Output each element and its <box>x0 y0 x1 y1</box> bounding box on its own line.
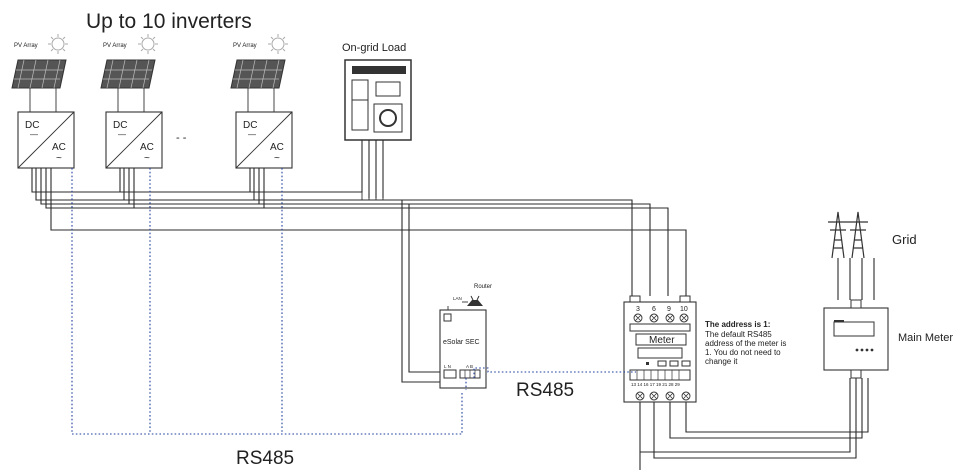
inverter-dc-label: DC <box>25 120 39 131</box>
esolar-port-label: L N <box>444 364 451 369</box>
ellipsis: - - <box>176 132 187 144</box>
inverter-ac-label: AC <box>140 142 154 153</box>
note-line: address of the meter is <box>705 339 786 348</box>
note-line: The default RS485 <box>705 330 772 339</box>
inverter-ac-label: AC <box>270 142 284 153</box>
main-meter-label: Main Meter <box>898 332 953 344</box>
dc-symbol: — <box>248 130 256 139</box>
esolar-sec: eSolar SEC L N A B <box>439 309 487 389</box>
diagram-title: Up to 10 inverters <box>86 10 252 33</box>
dc-symbol: — <box>30 130 38 139</box>
meter-terminal: 10 <box>680 306 688 313</box>
inverter-2: DC — AC ~ <box>105 111 163 169</box>
note-line: 1. You do not need to <box>705 348 781 357</box>
note-line: change it <box>705 357 738 366</box>
lan-label: LAN <box>453 296 462 301</box>
rs485-label-right: RS485 <box>516 380 574 401</box>
grid-tower-icon <box>828 211 868 259</box>
solar-panel-icon <box>11 59 67 89</box>
esolar-name: eSolar SEC <box>443 339 480 346</box>
ac-symbol: ~ <box>144 153 150 164</box>
meter-bottom-terminals: 13 14 16 17 19 21 28 29 <box>631 382 680 387</box>
meter-terminal: 9 <box>667 306 671 313</box>
pv-array-label: PV Array <box>14 43 38 49</box>
ac-symbol: ~ <box>56 153 62 164</box>
rs485-label-bottom: RS485 <box>236 448 294 469</box>
inverter-dc-label: DC <box>243 120 257 131</box>
sun-icon <box>268 34 288 54</box>
pv-array-1: PV Array <box>11 34 68 112</box>
meter: 3 6 9 10 Meter 13 14 16 17 19 21 28 29 <box>623 295 697 403</box>
rs485-bus <box>71 168 636 435</box>
note-heading: The address is 1: <box>705 320 770 329</box>
ac-symbol: ~ <box>274 153 280 164</box>
grid-label: Grid <box>892 232 917 247</box>
load-label: On-grid Load <box>342 42 406 54</box>
router-label: Router <box>474 284 492 290</box>
inverter-ac-label: AC <box>52 142 66 153</box>
router-icon <box>467 295 483 306</box>
solar-panel-icon <box>100 59 156 89</box>
meter-terminal: 3 <box>636 306 640 313</box>
inverter-dc-label: DC <box>113 120 127 131</box>
main-meter <box>823 299 889 379</box>
dc-symbol: — <box>118 130 126 139</box>
inverter-3: DC — AC ~ <box>235 111 293 169</box>
appliance-icon <box>344 59 412 141</box>
ac-bus <box>31 140 687 296</box>
pv-array-label: PV Array <box>233 43 257 49</box>
solar-panel-icon <box>230 59 286 89</box>
esolar-rs-port: A B <box>466 364 473 369</box>
pv-array-2: PV Array <box>100 34 158 112</box>
meter-title: Meter <box>649 335 675 346</box>
sun-icon <box>48 34 68 54</box>
inverter-1: DC — AC ~ <box>17 111 75 169</box>
meter-terminal: 6 <box>652 306 656 313</box>
sun-icon <box>138 34 158 54</box>
pv-array-label: PV Array <box>103 43 127 49</box>
pv-array-3: PV Array <box>230 34 288 112</box>
